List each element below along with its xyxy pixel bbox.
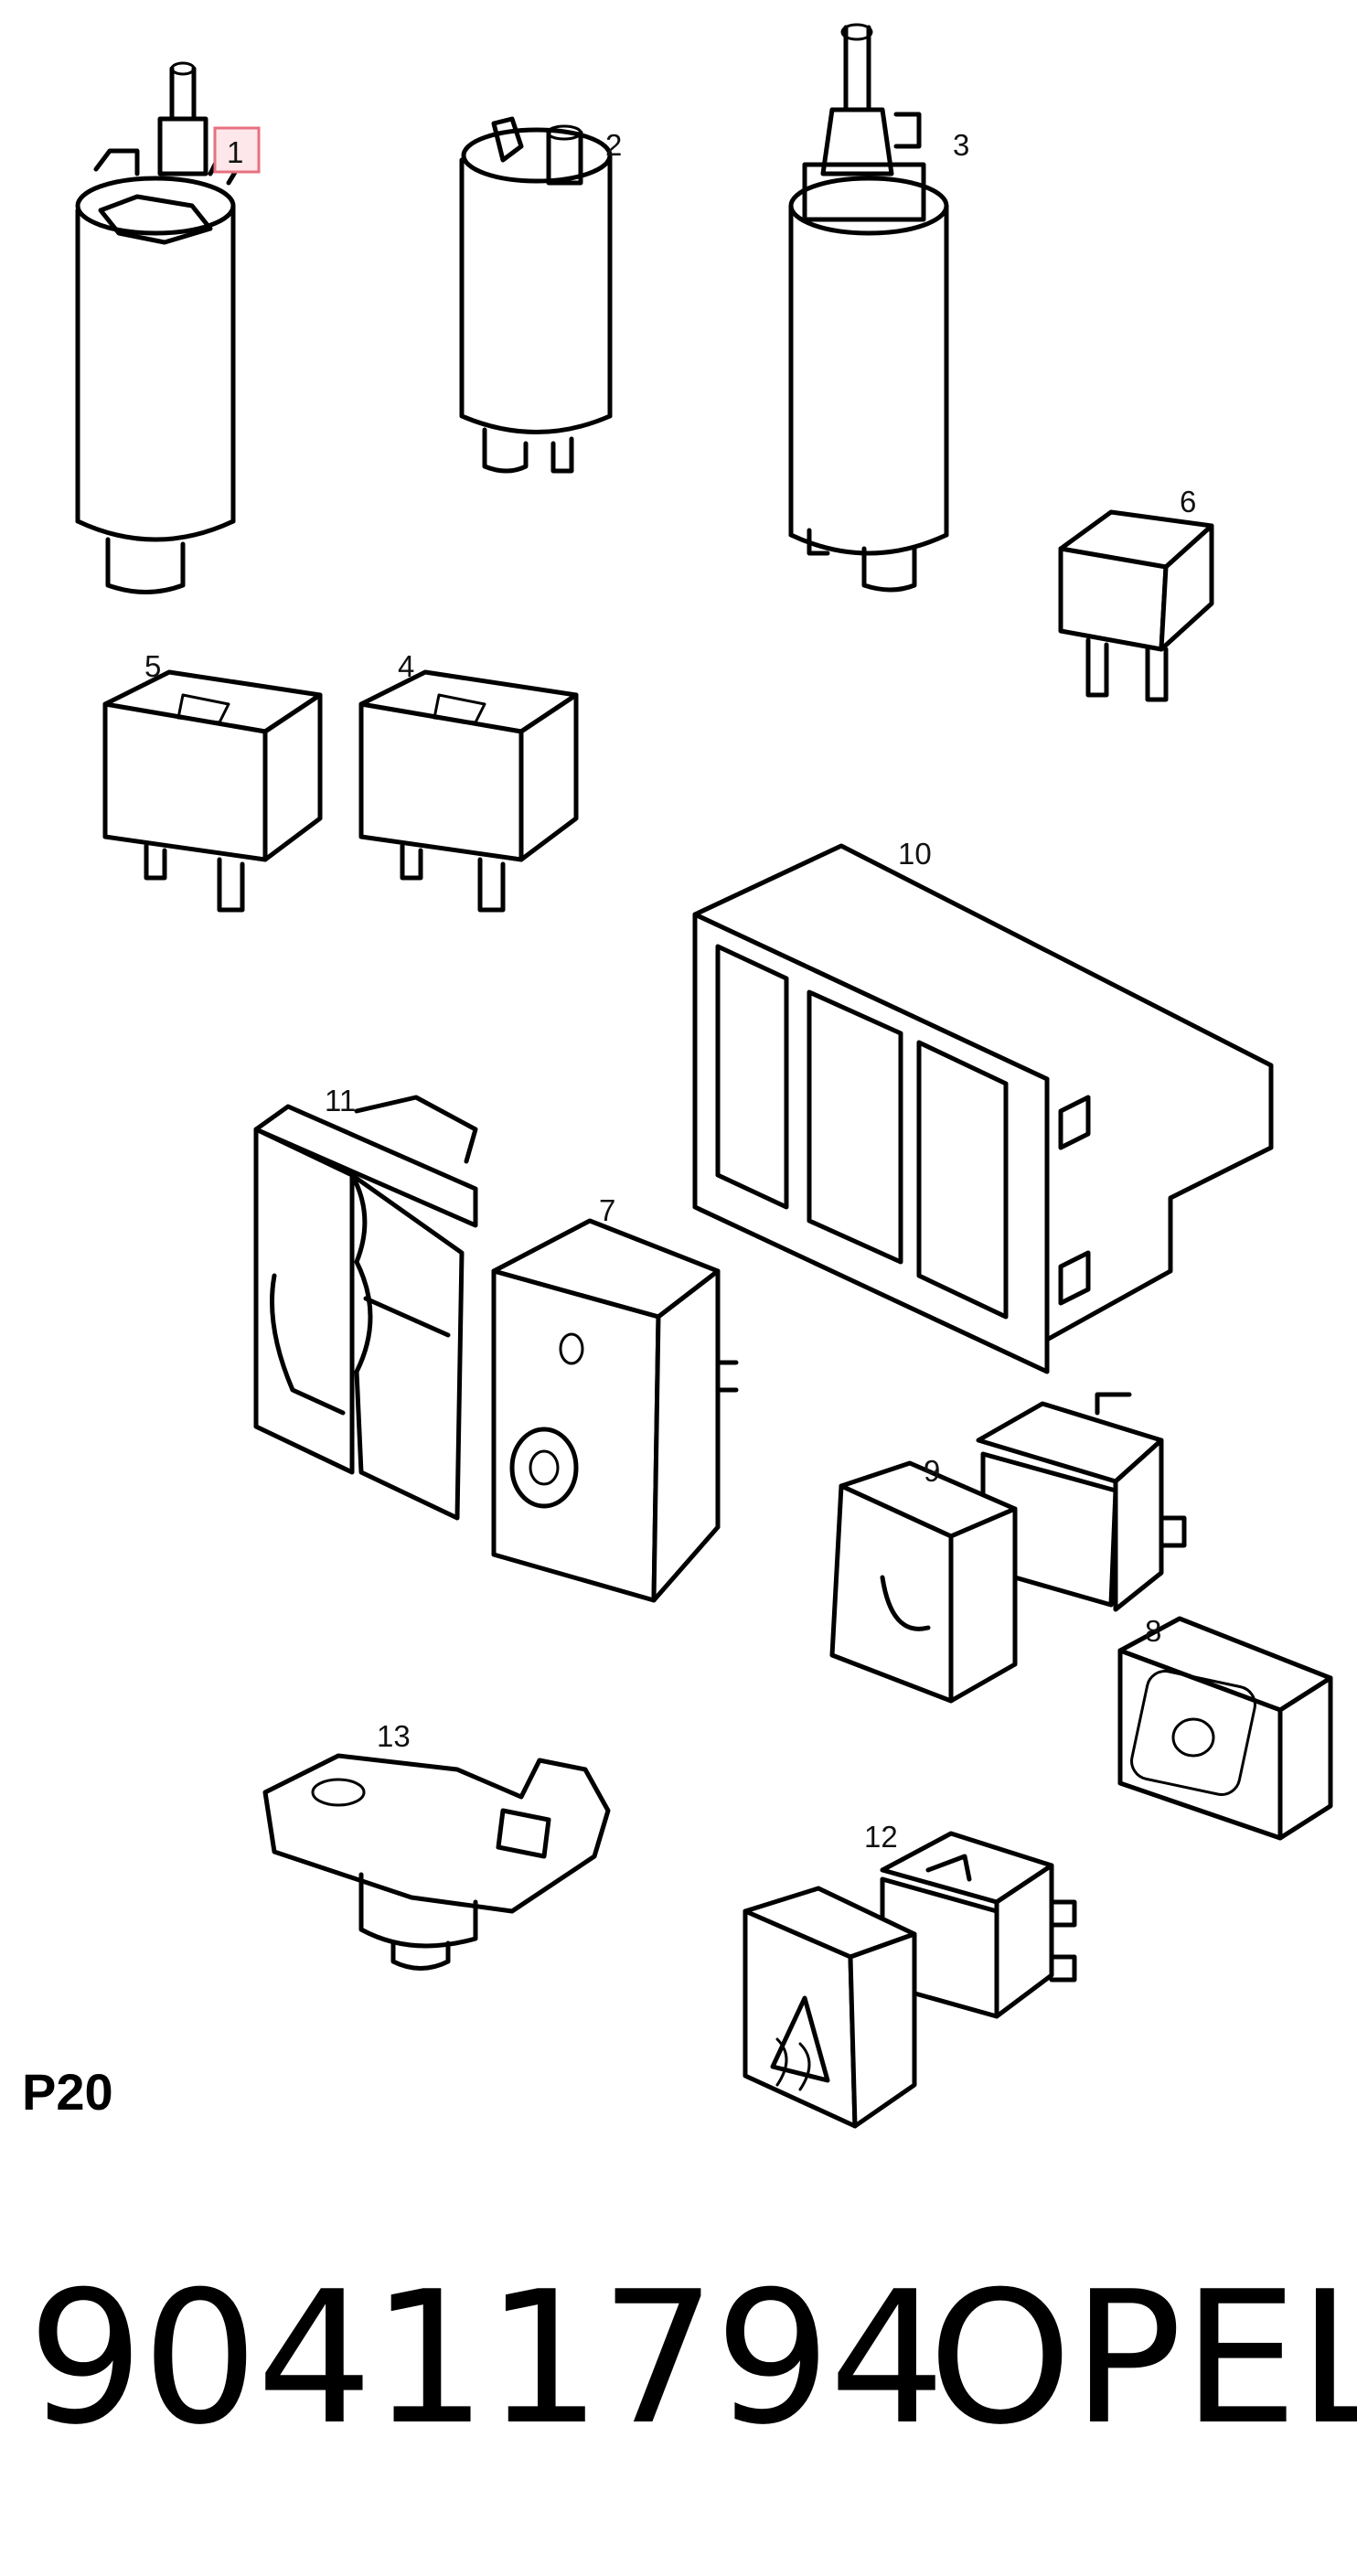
part-6-relay[interactable] [1058,509,1214,702]
part-12-push-switch[interactable] [743,1831,1077,2129]
callout-10[interactable]: 10 [898,837,932,871]
callout-3[interactable]: 3 [953,128,969,162]
part-2-fuel-pump[interactable] [459,116,613,474]
callout-8[interactable]: 8 [1145,1614,1161,1648]
callout-1-highlight [213,126,261,174]
callout-12[interactable]: 12 [864,1820,898,1854]
callout-6[interactable]: 6 [1180,485,1196,518]
part-13-sensor[interactable] [262,1753,611,1971]
callout-2[interactable]: 2 [605,128,622,162]
callout-5[interactable]: 5 [144,649,161,683]
callout-9[interactable]: 9 [924,1454,940,1488]
callout-4[interactable]: 4 [398,649,414,683]
part-11-rocker-switch[interactable] [253,1095,478,1521]
callout-1[interactable]: 1 [227,135,243,169]
callout-11[interactable]: 11 [325,1084,356,1117]
callout-7[interactable]: 7 [599,1193,615,1227]
part-10-switch-housing[interactable] [692,843,1274,1374]
part-9-push-switch[interactable] [829,1392,1187,1704]
brand-name: OPEL [928,2252,1357,2465]
part-7-switch[interactable] [491,1218,739,1603]
callout-13[interactable]: 13 [377,1719,411,1753]
sheet-code: P20 [22,2063,113,2121]
part-1-fuel-pump[interactable] [75,61,242,594]
part-3-fuel-pump[interactable] [788,23,949,593]
part-5-relay[interactable] [102,669,323,913]
part-number: 90411794 [27,2252,946,2465]
part-8-small-switch[interactable] [1117,1616,1333,1841]
part-4-relay[interactable] [358,669,579,913]
